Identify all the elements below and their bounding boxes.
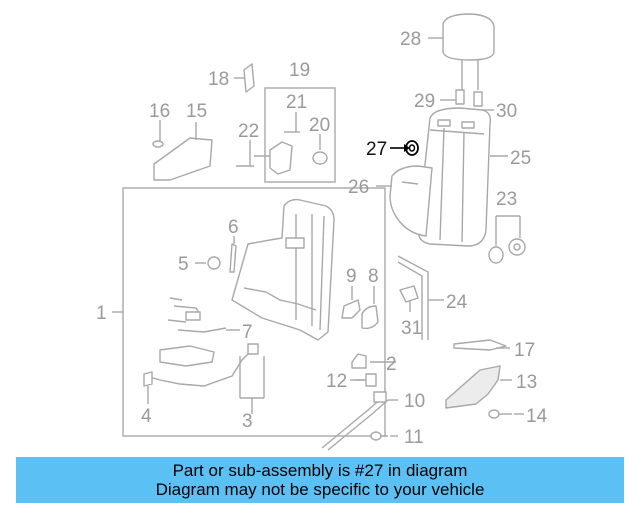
callout-3: 3 bbox=[242, 411, 253, 432]
callout-16: 16 bbox=[149, 101, 170, 122]
part-7-assembly bbox=[167, 297, 227, 333]
part-27-arrowhead bbox=[404, 144, 410, 152]
parts-diagram: 1 2 3 4 5 6 7 8 9 10 11 12 13 14 15 16 1… bbox=[96, 13, 548, 451]
part-11 bbox=[370, 431, 388, 441]
callout-23: 23 bbox=[496, 189, 517, 210]
callout-25: 25 bbox=[510, 148, 531, 169]
seat-frame-part bbox=[231, 198, 335, 341]
callout-13: 13 bbox=[516, 372, 537, 393]
callout-29: 29 bbox=[414, 91, 435, 112]
callout-19: 19 bbox=[289, 60, 310, 81]
part-9 bbox=[341, 299, 361, 319]
callout-26: 26 bbox=[348, 177, 369, 198]
callout-7: 7 bbox=[242, 322, 253, 343]
callout-22: 22 bbox=[238, 121, 259, 142]
headrest-part bbox=[442, 13, 495, 90]
headrest-guide-parts bbox=[455, 89, 483, 107]
callout-5: 5 bbox=[178, 254, 189, 275]
seat-back-cover-part bbox=[389, 165, 433, 237]
leader-lines bbox=[112, 37, 524, 437]
part-2 bbox=[351, 353, 367, 369]
part-24-rod bbox=[397, 255, 429, 340]
banner-line-1: Part or sub-assembly is #27 in diagram bbox=[172, 461, 468, 480]
part-21 bbox=[269, 131, 300, 175]
part-20 bbox=[312, 151, 328, 165]
callout-2: 2 bbox=[386, 354, 397, 375]
group-box-19 bbox=[264, 87, 336, 183]
lower-frame-parts bbox=[143, 343, 265, 414]
part-6 bbox=[229, 243, 237, 273]
callout-15: 15 bbox=[186, 101, 207, 122]
part-22 bbox=[236, 140, 272, 167]
knob-parts bbox=[488, 238, 526, 264]
callout-30: 30 bbox=[496, 101, 517, 122]
callout-14: 14 bbox=[526, 406, 548, 427]
part-8 bbox=[361, 305, 379, 330]
callout-18: 18 bbox=[208, 69, 229, 90]
banner-line-2: Diagram may not be specific to your vehi… bbox=[155, 480, 485, 499]
callout-17: 17 bbox=[514, 340, 535, 361]
part-31 bbox=[399, 285, 419, 303]
info-banner: Part or sub-assembly is #27 in diagram D… bbox=[16, 457, 624, 503]
callout-21: 21 bbox=[286, 92, 307, 113]
callout-24: 24 bbox=[446, 292, 468, 313]
callout-6: 6 bbox=[228, 217, 239, 238]
part-5 bbox=[207, 256, 221, 270]
callout-28: 28 bbox=[400, 29, 421, 50]
callout-12: 12 bbox=[326, 371, 347, 392]
part-13 bbox=[445, 365, 501, 409]
part-18 bbox=[243, 63, 255, 93]
part-16 bbox=[152, 130, 164, 148]
part-15 bbox=[153, 137, 213, 181]
part-10 bbox=[321, 391, 389, 451]
callout-4: 4 bbox=[141, 406, 152, 427]
callout-31: 31 bbox=[401, 318, 422, 339]
callout-10: 10 bbox=[404, 391, 425, 412]
callout-11: 11 bbox=[404, 427, 424, 448]
seat-back-part bbox=[417, 107, 492, 247]
callout-9: 9 bbox=[346, 266, 357, 287]
callout-27: 27 bbox=[366, 139, 387, 160]
callout-20: 20 bbox=[309, 115, 330, 136]
part-14 bbox=[488, 409, 512, 419]
callout-8: 8 bbox=[368, 266, 379, 287]
callout-1: 1 bbox=[96, 303, 107, 324]
